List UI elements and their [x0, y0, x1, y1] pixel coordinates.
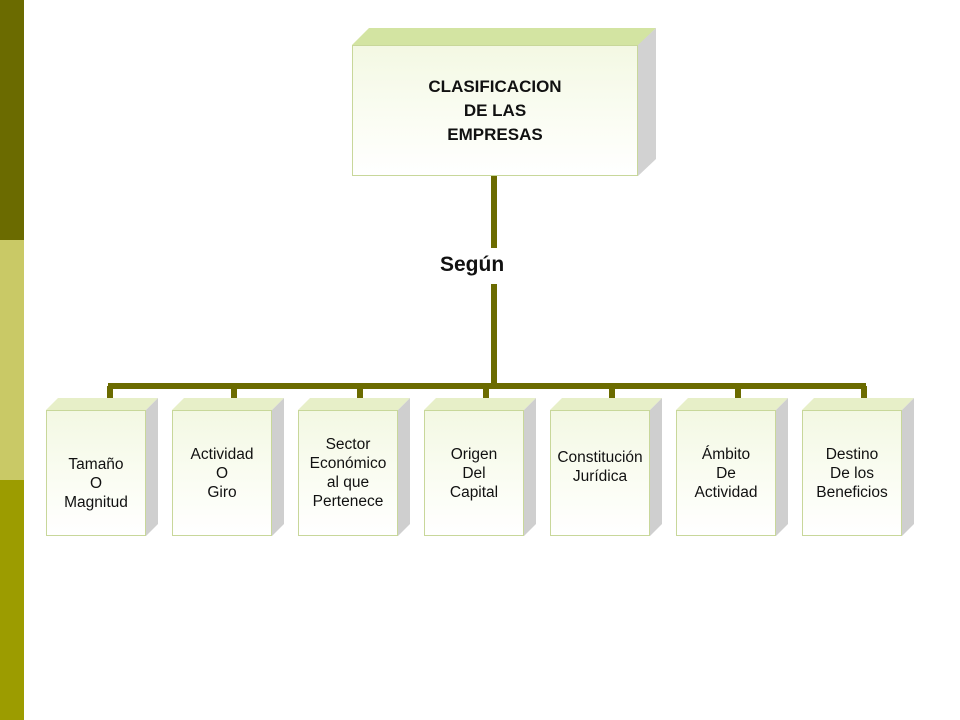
category-box-constitucion: Constitución Jurídica — [550, 398, 662, 536]
category-label: Destino De los Beneficios — [816, 445, 888, 501]
category-top-face — [298, 398, 410, 410]
category-top-face — [676, 398, 788, 410]
category-side-face — [146, 398, 158, 536]
category-box-tamano: Tamaño O Magnitud — [46, 398, 158, 536]
category-top-face — [46, 398, 158, 410]
connector-label: Según — [440, 253, 505, 276]
category-label: Constitución Jurídica — [557, 449, 643, 485]
category-front-face: Origen Del Capital — [424, 410, 524, 536]
category-box-actividad: Actividad O Giro — [172, 398, 284, 536]
category-front-face: Sector Económico al que Pertenece — [298, 410, 398, 536]
left-accent-band-middle — [0, 240, 24, 480]
category-top-face — [172, 398, 284, 410]
category-label: Tamaño O Magnitud — [64, 455, 128, 511]
category-label: Sector Económico al que Pertenece — [309, 436, 387, 510]
category-box-ambito: Ámbito De Actividad — [676, 398, 788, 536]
category-box-destino: Destino De los Beneficios — [802, 398, 914, 536]
left-accent-band-bottom — [0, 480, 24, 720]
category-top-face — [550, 398, 662, 410]
category-top-face — [802, 398, 914, 410]
category-side-face — [650, 398, 662, 536]
category-side-face — [272, 398, 284, 536]
category-label: Ámbito De Actividad — [694, 445, 758, 501]
category-top-face — [424, 398, 536, 410]
category-front-face: Constitución Jurídica — [550, 410, 650, 536]
root-node-side-face — [638, 28, 656, 176]
category-front-face: Actividad O Giro — [172, 410, 272, 536]
root-node-box: CLASIFICACION DE LAS EMPRESAS — [352, 28, 656, 176]
root-node-front-face: CLASIFICACION DE LAS EMPRESAS — [352, 45, 638, 176]
category-label: Origen Del Capital — [449, 445, 499, 501]
category-front-face: Destino De los Beneficios — [802, 410, 902, 536]
category-side-face — [524, 398, 536, 536]
root-node-top-face — [352, 28, 656, 45]
category-label: Actividad O Giro — [190, 445, 254, 501]
category-side-face — [398, 398, 410, 536]
root-node-label: CLASIFICACION DE LAS EMPRESAS — [428, 76, 562, 144]
category-box-sector: Sector Económico al que Pertenece — [298, 398, 410, 536]
category-side-face — [902, 398, 914, 536]
category-box-origen: Origen Del Capital — [424, 398, 536, 536]
category-front-face: Ámbito De Actividad — [676, 410, 776, 536]
category-front-face: Tamaño O Magnitud — [46, 410, 146, 536]
left-accent-band-top — [0, 0, 24, 240]
category-side-face — [776, 398, 788, 536]
